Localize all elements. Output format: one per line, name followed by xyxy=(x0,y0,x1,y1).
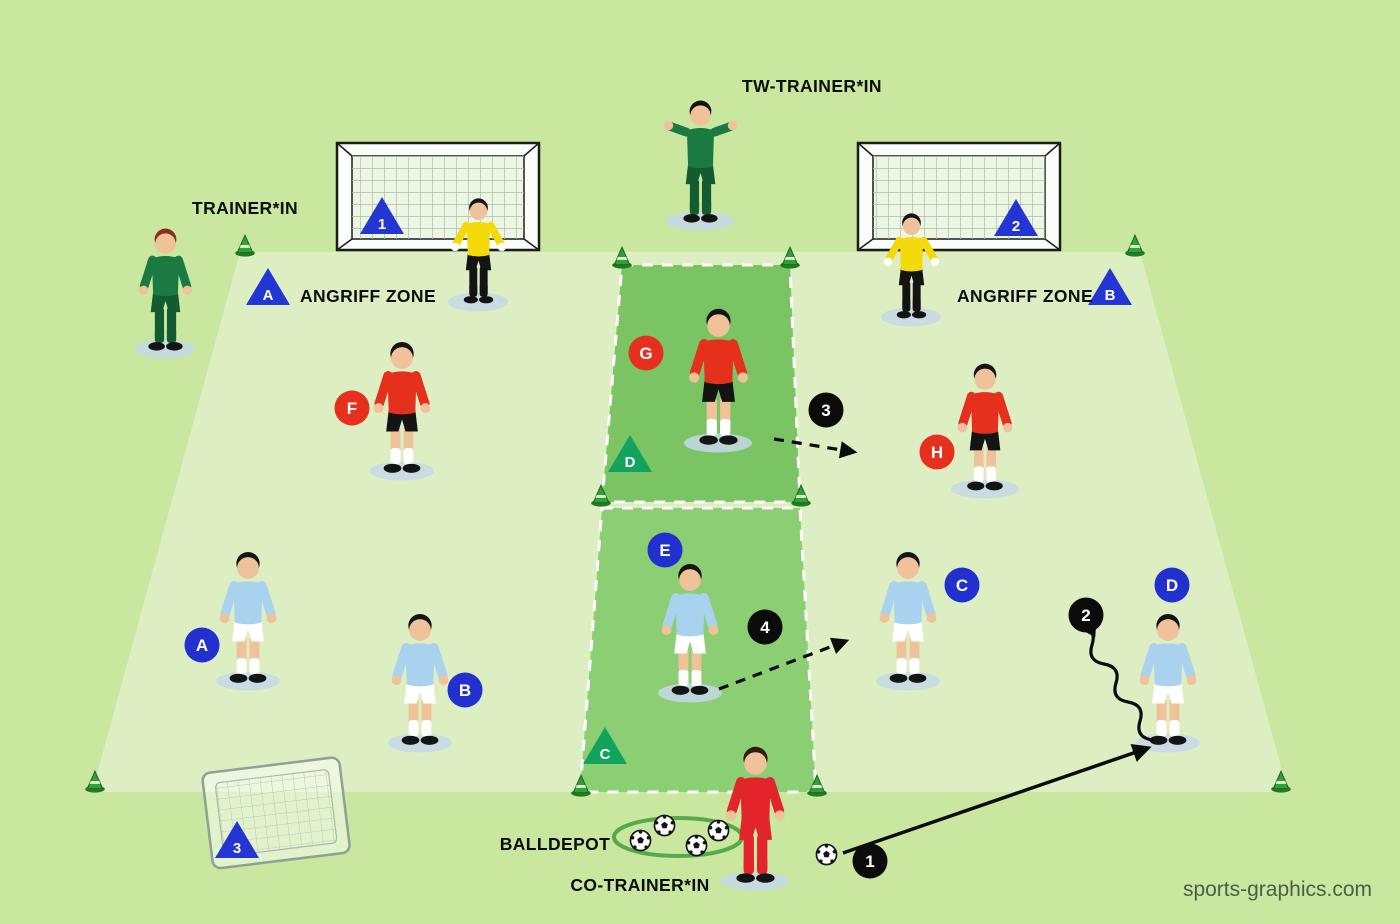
pass-arrow-4 xyxy=(718,637,850,691)
co-trainer-label: CO-TRAINER*IN xyxy=(570,875,709,895)
marker-d: D xyxy=(1154,567,1190,603)
svg-text:1: 1 xyxy=(865,852,874,871)
step-3-badge: 3 xyxy=(808,392,844,428)
svg-text:C: C xyxy=(600,746,611,763)
svg-text:3: 3 xyxy=(821,401,830,420)
marker-c: C xyxy=(944,567,980,603)
svg-text:E: E xyxy=(659,541,670,560)
zone-a-marker: A xyxy=(246,268,290,305)
marker-h: H xyxy=(919,434,955,470)
pass-arrow-3 xyxy=(773,437,858,459)
marker-a: A xyxy=(184,627,220,663)
pass-arrow-1 xyxy=(842,743,1152,855)
dribble-arrow-2 xyxy=(1078,620,1154,742)
marker-e: E xyxy=(647,532,683,568)
step-2-badge: 2 xyxy=(1068,597,1104,633)
svg-text:2: 2 xyxy=(1081,606,1090,625)
svg-text:F: F xyxy=(347,399,357,418)
goal-3-marker: 3 xyxy=(215,821,259,858)
svg-text:1: 1 xyxy=(378,216,386,233)
mini-goal-net xyxy=(215,769,338,857)
svg-text:4: 4 xyxy=(760,618,770,637)
svg-text:B: B xyxy=(1105,287,1116,304)
balldepot-label: BALLDEPOT xyxy=(500,834,611,854)
goal-1-marker: 1 xyxy=(360,197,404,234)
svg-text:2: 2 xyxy=(1012,218,1020,235)
tw-trainer-label: TW-TRAINER*IN xyxy=(742,76,882,96)
goal-right xyxy=(856,141,1062,252)
marker-b: B xyxy=(447,672,483,708)
watermark: sports-graphics.com xyxy=(1183,878,1372,901)
ball-icon xyxy=(685,834,708,857)
zone-b-marker: B xyxy=(1088,268,1132,305)
svg-text:C: C xyxy=(956,576,968,595)
zone-c-marker: C xyxy=(583,727,627,764)
svg-text:A: A xyxy=(196,636,208,655)
svg-text:D: D xyxy=(1166,576,1178,595)
ball-icon xyxy=(653,814,676,837)
angriff-zone-left-label: ANGRIFF ZONE xyxy=(300,286,436,306)
svg-text:H: H xyxy=(931,443,943,462)
goal-2-marker: 2 xyxy=(994,199,1038,236)
trainer-label: TRAINER*IN xyxy=(192,198,298,218)
marker-f: F xyxy=(334,390,370,426)
ball-icon xyxy=(629,829,652,852)
svg-text:D: D xyxy=(625,454,636,471)
svg-text:3: 3 xyxy=(233,840,241,857)
svg-text:B: B xyxy=(459,681,471,700)
marker-g: G xyxy=(628,335,664,371)
svg-text:G: G xyxy=(639,344,652,363)
loose-ball-icon xyxy=(815,843,838,866)
zone-d-marker: D xyxy=(608,435,652,472)
svg-text:A: A xyxy=(263,287,274,304)
step-4-badge: 4 xyxy=(747,609,783,645)
ball-icon xyxy=(707,819,730,842)
angriff-zone-right-label: ANGRIFF ZONE xyxy=(957,286,1093,306)
step-1-badge: 1 xyxy=(852,843,888,879)
